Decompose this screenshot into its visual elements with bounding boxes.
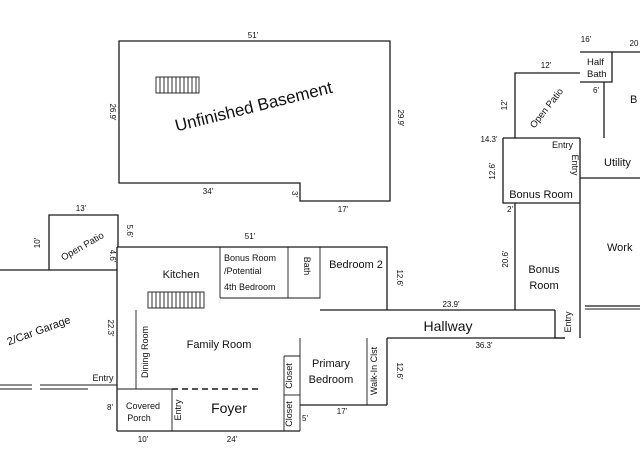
dim-primary-right: 12.6': [395, 362, 404, 380]
garage-outline: [0, 269, 117, 390]
dim-patio-right-top: 12': [541, 61, 552, 70]
dim-patio-left-top: 13': [76, 204, 87, 213]
dim-patio-left-left: 10': [33, 237, 42, 248]
dim-basement-bottom-right: 17': [338, 205, 349, 214]
bonus-room-potential-line2: /Potential: [224, 266, 262, 276]
covered-porch-line1: Covered: [126, 401, 160, 411]
dim-patio-left-lower: 4.6': [108, 250, 117, 263]
walk-in-closet-label: Walk-In Clst: [369, 346, 379, 395]
bonus-room-lower-line2: Room: [529, 280, 558, 292]
dim-patio-right-left: 12': [500, 99, 509, 110]
dim-hallway-bottom: 36.3': [475, 341, 493, 350]
dim-left-wall: 22.3': [106, 319, 115, 337]
dim-bedroom2-right: 12.6': [395, 269, 404, 287]
half-bath-line1: Half: [587, 57, 604, 68]
basement-outline: [118, 40, 391, 202]
garage-label: 2/Car Garage: [6, 314, 73, 348]
utility-label: Utility: [604, 157, 631, 169]
open-patio-left-outline: [48, 214, 119, 270]
dim-primary-bottom: 17': [337, 407, 348, 416]
primary-bedroom-line2: Bedroom: [309, 374, 354, 386]
dim-basement-right: 29.9': [396, 109, 405, 127]
bonus-room-potential-line1: Bonus Room: [224, 253, 276, 263]
entry-right-top-label: Entry: [552, 140, 574, 150]
kitchen-stairs: [147, 291, 205, 309]
family-room-label: Family Room: [187, 339, 252, 351]
dim-upper-bonus-top: 14.3': [480, 135, 498, 144]
dim-porch-left: 8': [107, 403, 113, 412]
main-floor-walls: [116, 246, 565, 432]
basement-stairs: [155, 76, 200, 94]
dim-patio-left-right: 5.6': [125, 225, 134, 238]
dim-basement-step: 3': [290, 191, 299, 197]
bonus-room-upper-label: Bonus Room: [509, 189, 573, 201]
right-wing-walls: [502, 51, 640, 339]
dim-porch-bottom: 10': [138, 435, 149, 444]
workshop-partial-label: Work: [607, 242, 633, 254]
primary-bedroom-line1: Primary: [312, 358, 350, 370]
open-patio-left-label: Open Patio: [59, 230, 106, 263]
dim-lower-bonus-left: 20.6': [501, 250, 510, 268]
entry-left-label: Entry: [92, 373, 114, 383]
dim-hallway-top: 23.9': [442, 300, 460, 309]
basement-label: Unfinished Basement: [173, 78, 335, 136]
bedroom2-label: Bedroom 2: [329, 259, 383, 271]
dim-half-bath-top: 16': [581, 35, 592, 44]
dim-half-bath-bottom: 6': [593, 86, 599, 95]
closet-label-upper: Closet: [284, 363, 294, 389]
open-patio-right-label: Open Patio: [528, 86, 566, 130]
dim-upper-bonus-bottom: 2': [507, 205, 513, 214]
dim-basement-top: 51': [248, 31, 259, 40]
dim-closet-bottom: 5': [302, 414, 308, 423]
entry-right-vertical-label: Entry: [570, 154, 580, 176]
dim-main-top: 51': [245, 232, 256, 241]
dim-basement-bottom-left: 34': [203, 187, 214, 196]
bedroom-partial-label: B: [630, 94, 637, 106]
entry-right-bottom-label: Entry: [563, 311, 573, 333]
dim-basement-left: 26.9': [108, 103, 117, 121]
dim-upper-bonus-left: 12.6': [488, 162, 497, 180]
dim-foyer-bottom: 24': [227, 435, 238, 444]
foyer-label: Foyer: [211, 400, 247, 416]
bonus-room-potential-line3: 4th Bedroom: [224, 282, 276, 292]
covered-porch-line2: Porch: [127, 413, 151, 423]
bath-label: Bath: [302, 257, 312, 276]
hallway-label: Hallway: [423, 318, 472, 334]
kitchen-label: Kitchen: [163, 269, 200, 281]
bonus-room-lower-line1: Bonus: [528, 264, 560, 276]
entry-foyer-label: Entry: [173, 399, 183, 421]
closet-label-lower: Closet: [284, 401, 294, 427]
dining-room-label: Dining Room: [140, 326, 150, 378]
half-bath-line2: Bath: [587, 69, 607, 80]
dim-far-right-top: 20: [630, 39, 639, 48]
